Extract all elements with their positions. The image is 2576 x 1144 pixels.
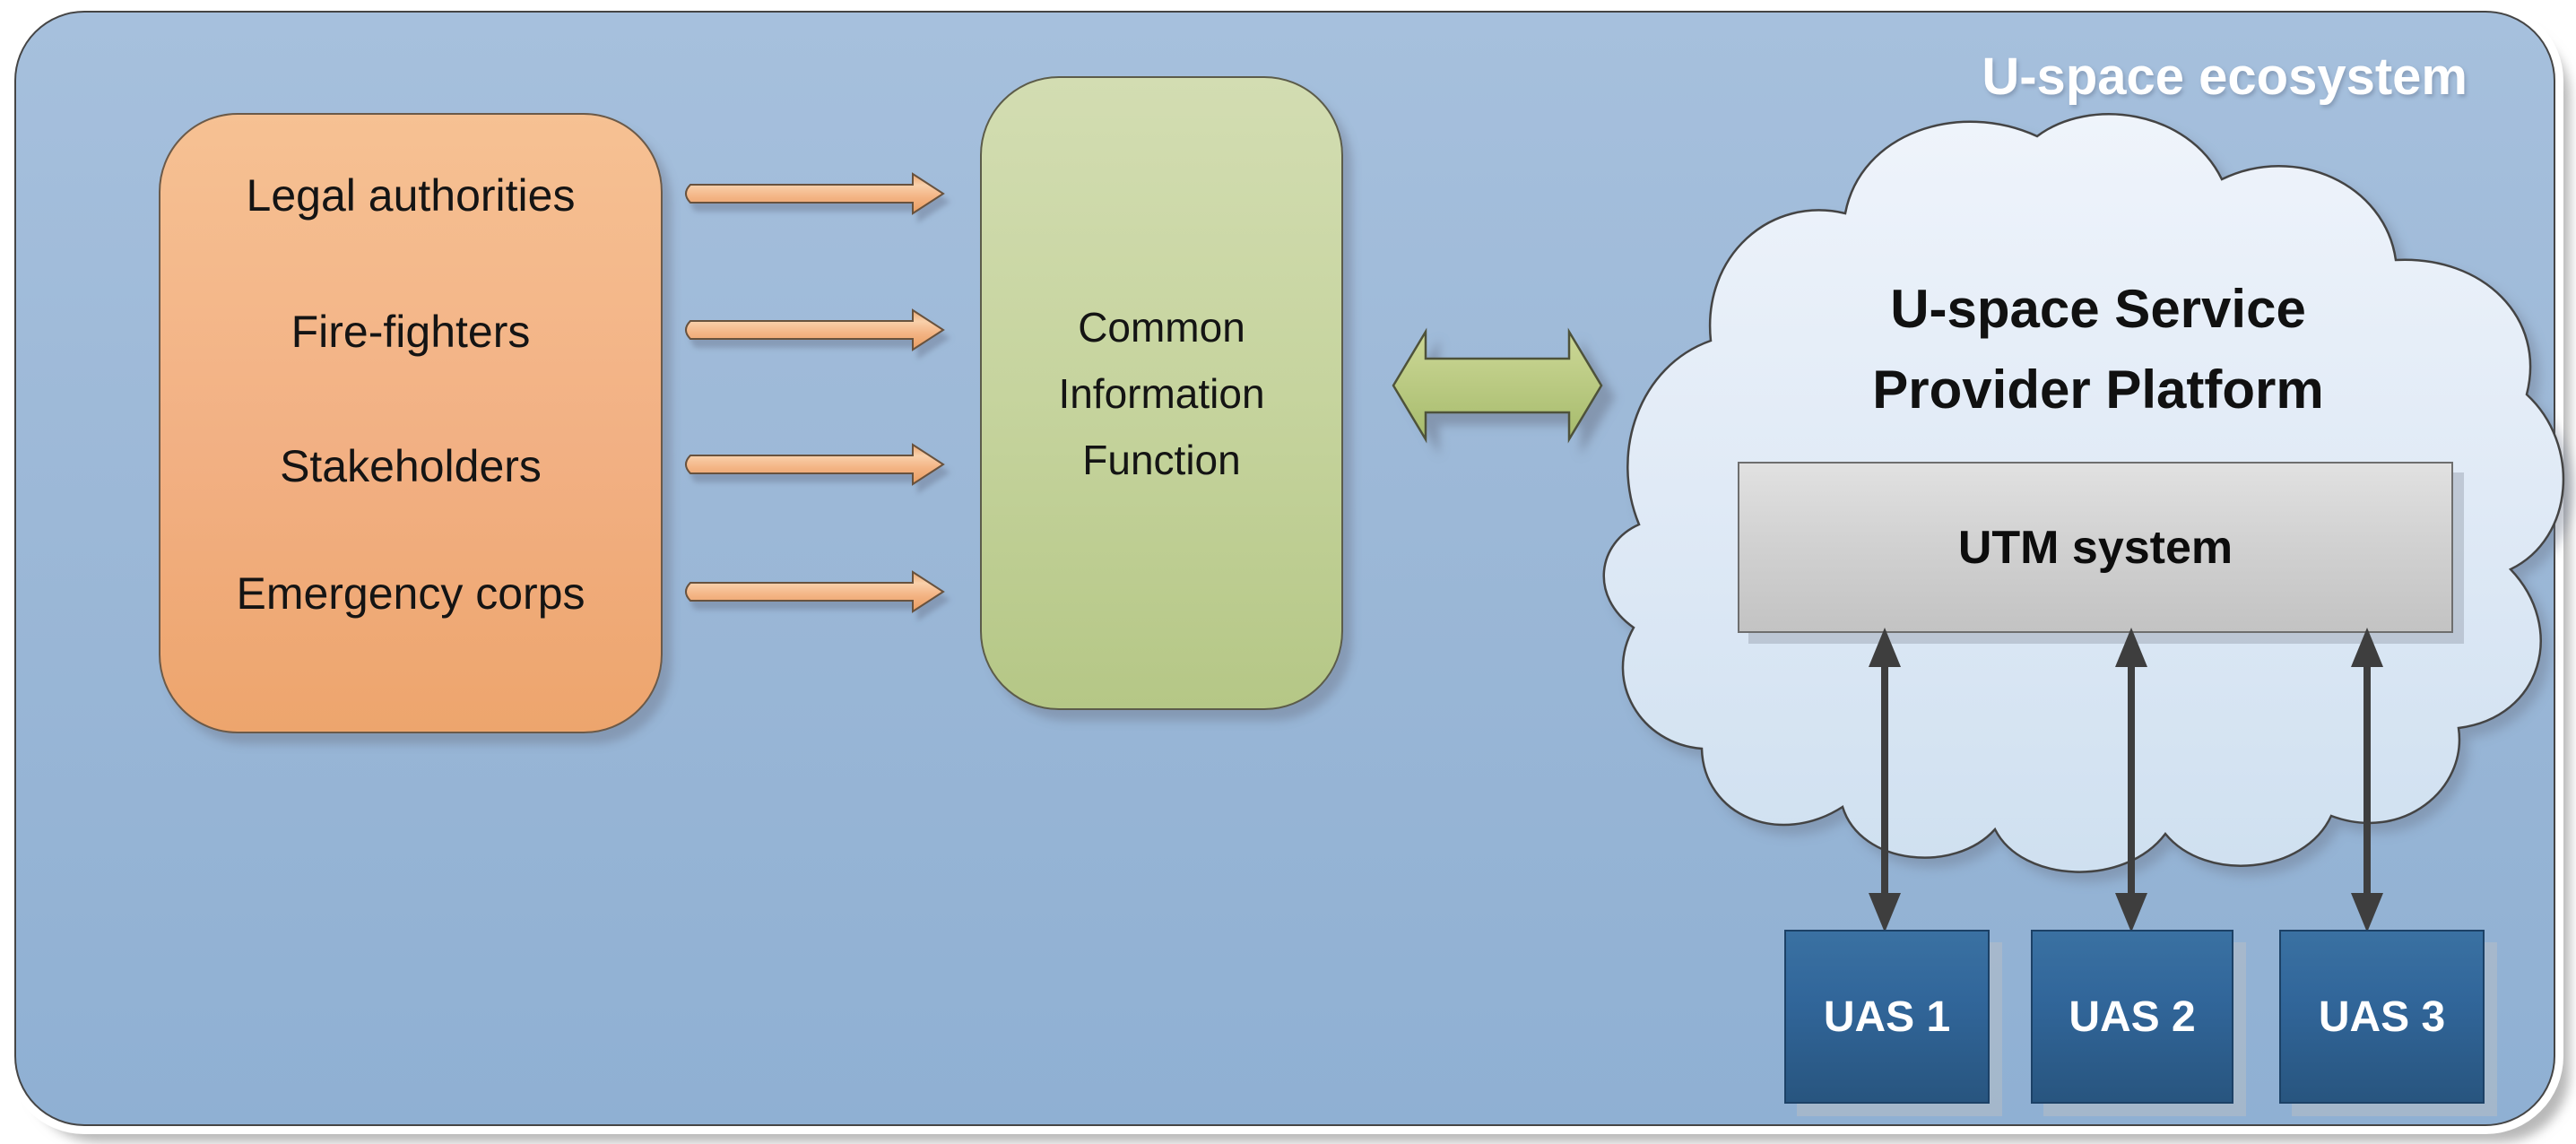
uas-1-label: UAS 1 <box>1823 992 1951 1041</box>
common-information-function-label: Common Information Function <box>1058 303 1265 483</box>
stakeholder-panel: Legal authorities Fire-fighters Stakehol… <box>159 113 663 733</box>
cloud-title: U-space Service Provider Platform <box>1872 279 2324 420</box>
flow-arrow-icon <box>685 570 945 613</box>
flow-arrow-icon <box>685 308 945 351</box>
arrow-up-head <box>1869 628 1901 667</box>
utm-system-label: UTM system <box>1957 521 2233 574</box>
arrow-shaft <box>2364 662 2371 898</box>
stakeholder-label-fire-fighters: Fire-fighters <box>291 307 531 357</box>
uas-link-arrow-icon <box>2115 628 2147 932</box>
common-information-function-box: Common Information Function <box>980 76 1343 710</box>
arrow-down-head <box>1869 893 1901 932</box>
stakeholder-label-stakeholders: Stakeholders <box>280 441 542 491</box>
uas-3-box: UAS 3 <box>2279 930 2485 1104</box>
ecosystem-title: U-space ecosystem <box>1982 48 2468 106</box>
arrow-up-head <box>2351 628 2383 667</box>
utm-system-box: UTM system <box>1738 462 2453 633</box>
stakeholder-label-emergency-corps: Emergency corps <box>236 568 585 619</box>
flow-arrow-icon <box>685 172 945 215</box>
arrow-shaft <box>1881 662 1888 898</box>
uas-3-label: UAS 3 <box>2318 992 2446 1041</box>
uas-link-arrow-icon <box>2351 628 2383 932</box>
arrow-up-head <box>2115 628 2147 667</box>
bidirectional-arrow-icon <box>1392 327 1603 444</box>
arrow-shaft <box>2128 662 2135 898</box>
uas-2-label: UAS 2 <box>2069 992 2196 1041</box>
stakeholder-label-legal-authorities: Legal authorities <box>246 170 576 221</box>
uas-1-box: UAS 1 <box>1784 930 1990 1104</box>
arrow-down-head <box>2115 893 2147 932</box>
flow-arrow-icon <box>685 443 945 486</box>
uas-2-box: UAS 2 <box>2031 930 2233 1104</box>
uas-link-arrow-icon <box>1869 628 1901 932</box>
arrow-down-head <box>2351 893 2383 932</box>
